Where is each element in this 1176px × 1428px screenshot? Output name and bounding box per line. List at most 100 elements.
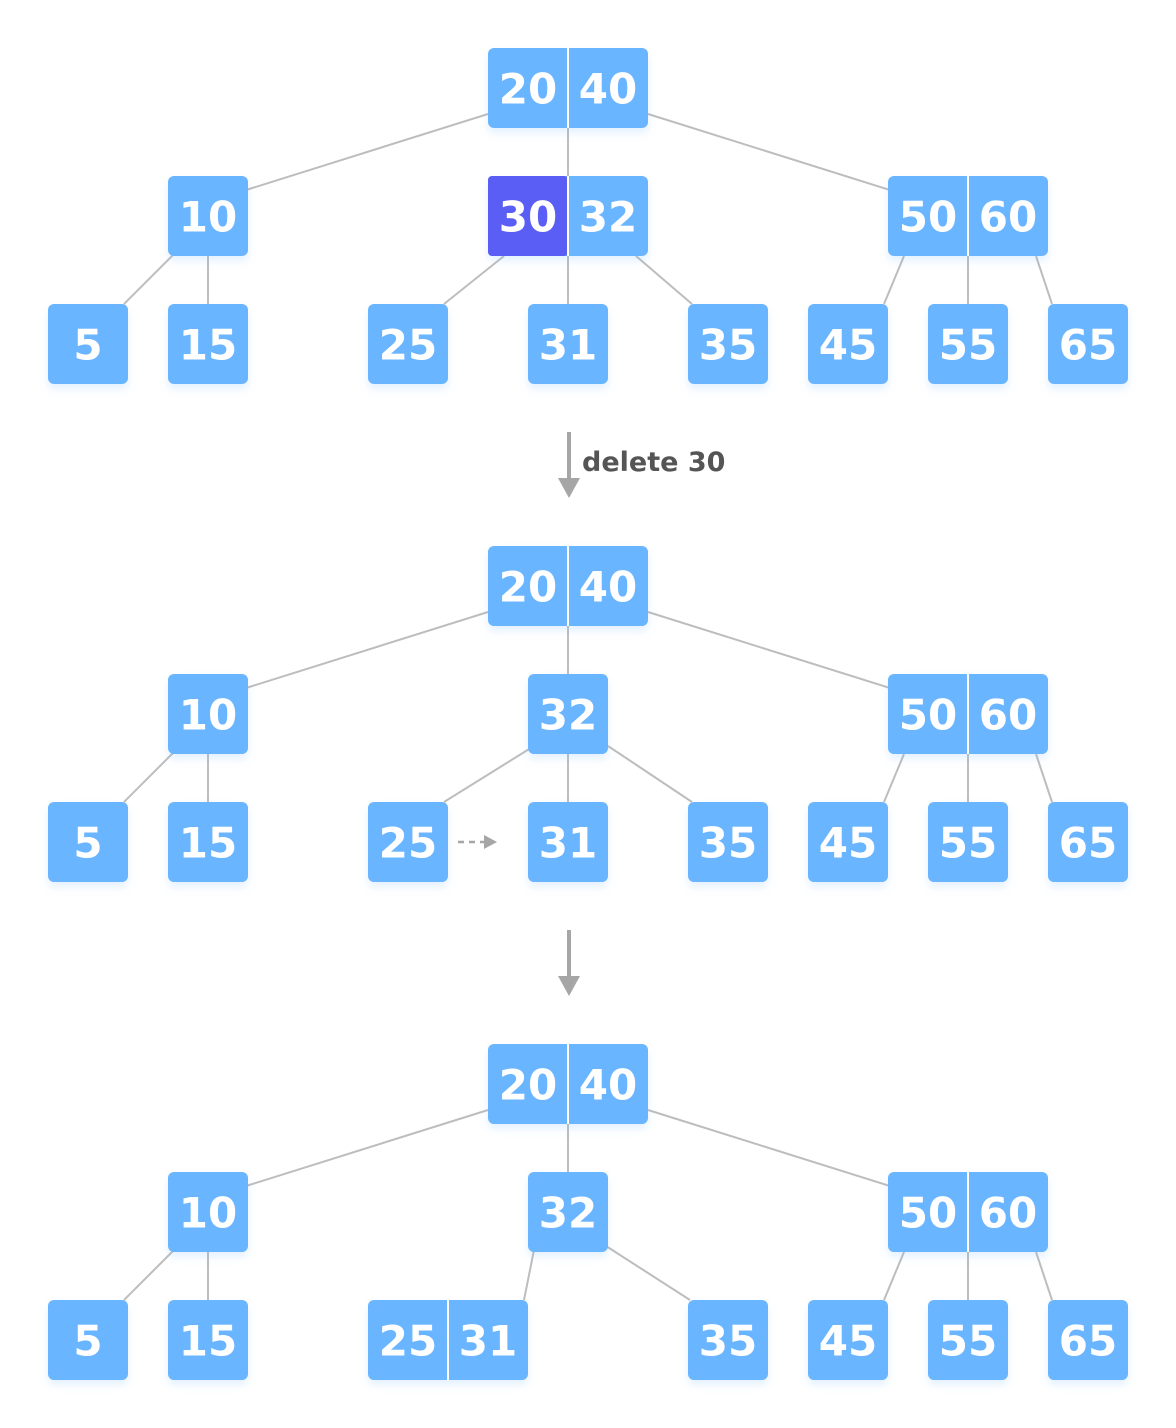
stage-3-leaf-node-box bbox=[928, 1300, 1008, 1380]
stage-2-leaf-node: 35 bbox=[688, 802, 768, 882]
stage-3-edge-root-left bbox=[245, 1109, 489, 1187]
node-key: 15 bbox=[179, 321, 237, 370]
stage-2-leaf-node-box bbox=[808, 802, 888, 882]
node-key: 35 bbox=[699, 321, 757, 370]
stage-1-leaf-node-box bbox=[1048, 304, 1128, 384]
stage-1-edge-to-leaf bbox=[1035, 255, 1053, 305]
stage-3-edge-to-leaf bbox=[123, 1249, 175, 1301]
node-key: 65 bbox=[1059, 321, 1117, 370]
node-key: 32 bbox=[539, 1189, 597, 1238]
stage-2-leaf-node: 31 bbox=[528, 802, 608, 882]
stage-3-leaf-node: 65 bbox=[1048, 1300, 1128, 1380]
node-key: 32 bbox=[539, 691, 597, 740]
stage-2-leaf-node-box bbox=[688, 802, 768, 882]
stage-3-leaf-node: 55 bbox=[928, 1300, 1008, 1380]
stage-1-leaf-node: 31 bbox=[528, 304, 608, 384]
stage-3-leaf-node: 15 bbox=[168, 1300, 248, 1380]
stage-2-leaf-node-box bbox=[368, 802, 448, 882]
stage-2-internal-node: 32 bbox=[528, 674, 608, 754]
stage-3-leaf-node: 45 bbox=[808, 1300, 888, 1380]
node-key: 5 bbox=[73, 819, 102, 868]
stage-2-internal-node: 10 bbox=[168, 674, 248, 754]
node-key: 32 bbox=[579, 193, 637, 242]
node-key: 31 bbox=[539, 819, 597, 868]
node-key: 20 bbox=[499, 65, 557, 114]
node-key: 15 bbox=[179, 1317, 237, 1366]
stage-2-leaf-node-box bbox=[48, 802, 128, 882]
stage-1-leaf-node-box bbox=[368, 304, 448, 384]
node-key: 31 bbox=[459, 1317, 517, 1366]
stage-1-leaf-node-box bbox=[528, 304, 608, 384]
stage-1-leaf-node: 15 bbox=[168, 304, 248, 384]
stage-1-edge-root-left bbox=[245, 113, 489, 191]
node-key: 40 bbox=[579, 1061, 637, 1110]
stage-3-edge-to-leaf bbox=[523, 1249, 535, 1301]
node-key: 20 bbox=[499, 1061, 557, 1110]
stage-2-leaf-node-box bbox=[168, 802, 248, 882]
stage-1-leaf-node: 35 bbox=[688, 304, 768, 384]
node-key: 55 bbox=[939, 1317, 997, 1366]
stage-2-edge-root-left bbox=[245, 611, 489, 689]
stage-2-edge-to-leaf bbox=[443, 745, 535, 803]
node-key: 60 bbox=[979, 1189, 1037, 1238]
stage-3-internal-node-box bbox=[168, 1172, 248, 1252]
node-key: 50 bbox=[899, 1189, 957, 1238]
stage-2-leaf-node-box bbox=[1048, 802, 1128, 882]
stage-3-leaf-node-box bbox=[168, 1300, 248, 1380]
node-key: 25 bbox=[379, 819, 437, 868]
stage-1-leaf-node: 5 bbox=[48, 304, 128, 384]
stage-1-leaf-node: 55 bbox=[928, 304, 1008, 384]
stage-1-leaf-node-box bbox=[688, 304, 768, 384]
stage-3-internal-node: 10 bbox=[168, 1172, 248, 1252]
stage-2-leaf-node-box bbox=[528, 802, 608, 882]
merge-dashed-arrow-head bbox=[484, 835, 497, 849]
node-key: 35 bbox=[699, 1317, 757, 1366]
node-key: 60 bbox=[979, 691, 1037, 740]
stage-3-edge-to-leaf bbox=[605, 1245, 691, 1301]
node-key: 40 bbox=[579, 65, 637, 114]
stage-2-edge-to-leaf bbox=[123, 751, 175, 803]
stage-1-leaf-node-box bbox=[168, 304, 248, 384]
stage-3-edge-root-right bbox=[647, 1109, 891, 1187]
stage-2-leaf-node: 25 bbox=[368, 802, 448, 882]
node-key: 55 bbox=[939, 321, 997, 370]
stage-1-internal-node: 10 bbox=[168, 176, 248, 256]
stage-1-leaf-node-box bbox=[808, 304, 888, 384]
stage-2-leaf-node: 45 bbox=[808, 802, 888, 882]
node-key: 10 bbox=[179, 691, 237, 740]
stage-3-internal-node-box bbox=[528, 1172, 608, 1252]
node-key: 20 bbox=[499, 563, 557, 612]
node-key: 25 bbox=[379, 321, 437, 370]
node-key: 45 bbox=[819, 321, 877, 370]
node-key: 10 bbox=[179, 193, 237, 242]
stage-2-leaf-node-box bbox=[928, 802, 1008, 882]
step-arrow-2-head bbox=[558, 976, 580, 996]
stage-2-leaf-node: 15 bbox=[168, 802, 248, 882]
stage-2-edge-to-leaf bbox=[883, 753, 905, 803]
stage-2-leaf-node: 55 bbox=[928, 802, 1008, 882]
stage-3-leaf-node: 35 bbox=[688, 1300, 768, 1380]
node-key: 40 bbox=[579, 563, 637, 612]
stage-2-leaf-node: 5 bbox=[48, 802, 128, 882]
stage-1-leaf-node: 25 bbox=[368, 304, 448, 384]
stage-1-leaf-node: 65 bbox=[1048, 304, 1128, 384]
node-key: 65 bbox=[1059, 819, 1117, 868]
node-key: 35 bbox=[699, 819, 757, 868]
stage-1-edge-to-leaf bbox=[883, 255, 905, 305]
node-key: 5 bbox=[73, 321, 102, 370]
stage-1-leaf-node-box bbox=[48, 304, 128, 384]
stage-2-internal-node-box bbox=[528, 674, 608, 754]
stage-3-leaf-node: 5 bbox=[48, 1300, 128, 1380]
stage-3-leaf-node-box bbox=[808, 1300, 888, 1380]
node-key: 15 bbox=[179, 819, 237, 868]
stage-3-edge-to-leaf bbox=[1035, 1251, 1053, 1301]
stage-3-leaf-node-box bbox=[1048, 1300, 1128, 1380]
step-label-delete: delete 30 bbox=[582, 447, 725, 478]
stage-3-leaf-node-box bbox=[688, 1300, 768, 1380]
stage-1-leaf-node-box bbox=[928, 304, 1008, 384]
